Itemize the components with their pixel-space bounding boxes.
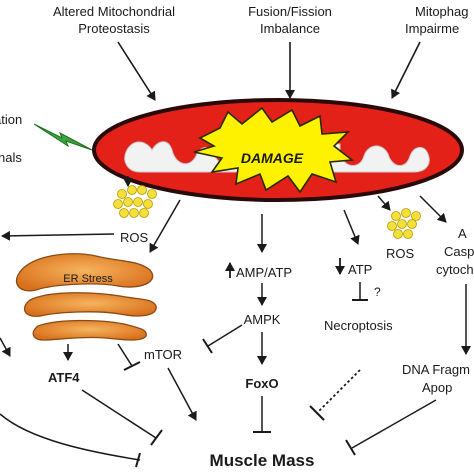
foxo-label: FoxO xyxy=(245,376,278,391)
inhibit-er-to-mtor xyxy=(117,343,133,367)
arrow-mito-to-er xyxy=(149,199,181,253)
inhibit-apoptosis-to-muscle xyxy=(351,399,437,449)
er-organelle xyxy=(15,253,157,341)
ros-particles-right xyxy=(387,208,421,239)
ampk-label: AMPK xyxy=(244,312,281,327)
inhibit-atf4-to-muscle xyxy=(81,389,157,439)
apoptosis-label: Apop xyxy=(422,380,452,395)
altered-proteostasis-label-line1: Altered Mitochondrial xyxy=(53,4,175,19)
right-partial-casp: Casp xyxy=(444,244,474,259)
inhibit-necroptosis-to-muscle xyxy=(317,369,361,413)
arrow-ros-to-left xyxy=(1,230,115,241)
mtor-label: mTOR xyxy=(144,347,182,362)
question-mark: ? xyxy=(374,285,381,299)
arrow-mitophagy-to-mito xyxy=(391,41,421,99)
inhibit-ampk-to-mtor-bar xyxy=(202,338,213,354)
arrow-proteostasis-to-mito xyxy=(117,41,156,101)
inhibit-ampk-to-mtor xyxy=(207,324,243,347)
fusion-fission-label-line1: Fusion/Fission xyxy=(248,4,332,19)
mitophagy-label-line1: Mitophag xyxy=(415,4,468,19)
arrow-mito-to-caspase xyxy=(419,195,447,223)
arrow-mito-to-atp xyxy=(343,209,360,245)
arrow-left-edge-1 xyxy=(0,337,11,357)
arrow-mtor-to-muscle xyxy=(167,367,197,421)
damage-label: DAMAGE xyxy=(241,150,304,166)
damage-starburst xyxy=(193,106,355,194)
arrow-mito-to-ros-right xyxy=(377,195,391,211)
ros-right-label: ROS xyxy=(386,246,415,261)
ros-particles-left xyxy=(113,185,157,218)
amp-atp-label: AMP/ATP xyxy=(236,265,292,280)
curve-left-to-muscle xyxy=(0,413,141,461)
altered-proteostasis-label-line2: Proteostasis xyxy=(78,21,150,36)
inhibit-necroptosis-to-muscle-bar xyxy=(309,405,325,421)
right-partial-a: A xyxy=(458,226,467,241)
ros-left-label: ROS xyxy=(120,230,149,245)
inhibit-er-to-mtor-bar xyxy=(123,361,141,371)
left-partial-label-line1: ation xyxy=(0,112,22,127)
left-partial-label-line2: nals xyxy=(0,150,22,165)
mitochondrion: DAMAGE xyxy=(92,98,464,202)
fusion-fission-label-line2: Imbalance xyxy=(260,21,320,36)
curve-left-to-muscle-bar xyxy=(135,452,141,468)
atp-label: ATP xyxy=(348,262,372,277)
atf4-label: ATF4 xyxy=(48,370,80,385)
inhibit-apoptosis-to-muscle-bar xyxy=(345,439,356,456)
inhibit-atf4-to-muscle-bar xyxy=(150,429,163,446)
dna-fragmentation-label: DNA Fragm xyxy=(402,362,470,377)
necroptosis-label: Necroptosis xyxy=(324,318,393,333)
right-partial-cyto: cytoch xyxy=(436,262,474,277)
er-stress-label: ER Stress xyxy=(63,273,113,285)
muscle-mass-label: Muscle Mass xyxy=(210,451,315,470)
lightning-bolt-icon xyxy=(33,123,93,151)
mitophagy-label-line2: Impairme xyxy=(405,21,459,36)
